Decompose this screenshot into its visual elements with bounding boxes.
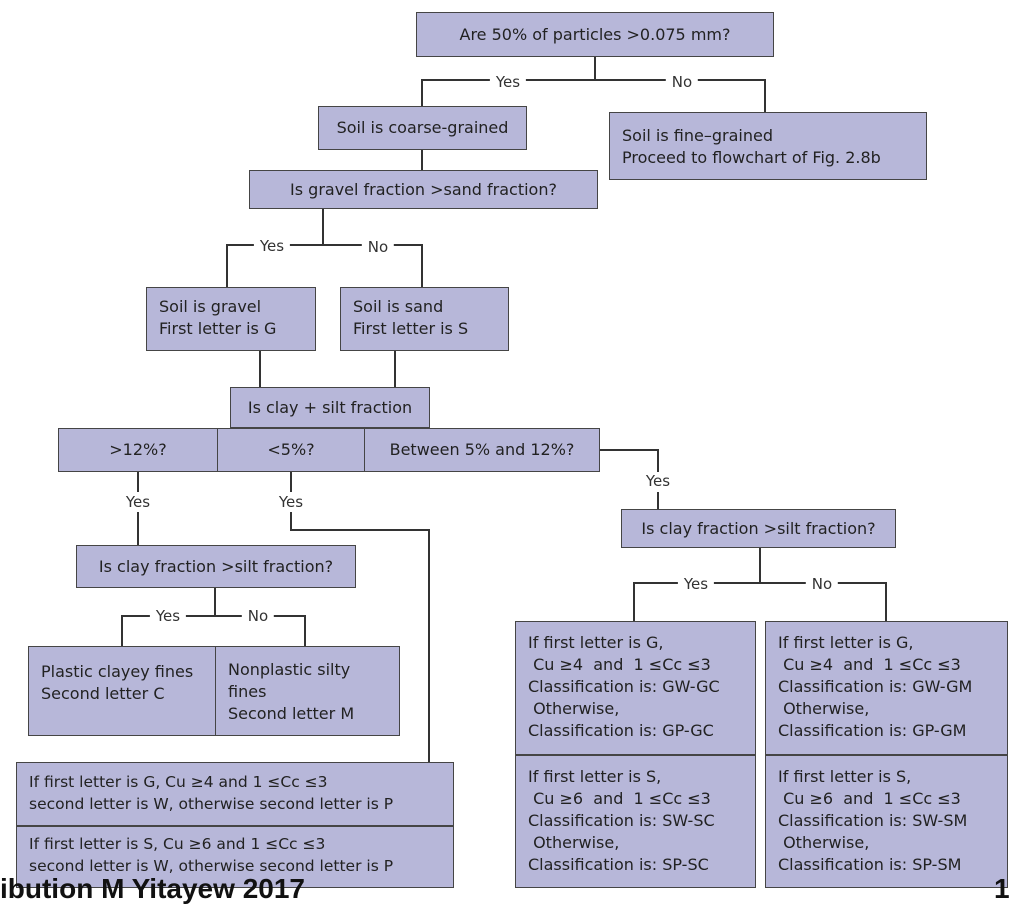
gwgm-line-3: Classification is: GW-GM (778, 677, 973, 696)
gravel-line-1: Soil is gravel (159, 297, 262, 316)
label-left-yes: Yes (149, 607, 187, 625)
gwgm-line-1: If first letter is G, (778, 633, 914, 652)
node-sand: Soil is sand First letter is S (340, 287, 509, 351)
plastic-line-2: Second letter C (41, 684, 165, 703)
node-nonplastic-silty: Nonplastic silty fines Second letter M (215, 646, 400, 736)
label-left-no: No (241, 607, 275, 625)
rule-g-line-1: If first letter is G, Cu ≥4 and 1 ≤Cc ≤3 (29, 773, 328, 791)
label-right-yes: Yes (677, 575, 715, 593)
option-less-5: <5%? (217, 428, 365, 472)
swsc-line-2: Cu ≥6 and 1 ≤Cc ≤3 (528, 789, 711, 808)
rule-g-line-2: second letter is W, otherwise second let… (29, 795, 394, 813)
swsm-line-4: Otherwise, (778, 833, 870, 852)
gravel-line-2: First letter is G (159, 319, 277, 338)
node-gravel: Soil is gravel First letter is G (146, 287, 316, 351)
label-greater-12-yes: Yes (119, 493, 157, 511)
question-particles: Are 50% of particles >0.075 mm? (416, 12, 774, 57)
rule-s-line-1: If first letter is S, Cu ≥6 and 1 ≤Cc ≤3 (29, 835, 326, 853)
node-coarse-grained: Soil is coarse-grained (318, 106, 527, 150)
classification-gw-gc: If first letter is G, Cu ≥4 and 1 ≤Cc ≤3… (515, 621, 756, 755)
swsm-line-5: Classification is: SP-SM (778, 855, 962, 874)
swsm-line-1: If first letter is S, (778, 767, 912, 786)
question-clay-silt-fraction: Is clay + silt fraction (230, 387, 430, 428)
swsm-line-3: Classification is: SW-SM (778, 811, 968, 830)
plastic-line-1: Plastic clayey fines (41, 662, 194, 681)
sand-line-1: Soil is sand (353, 297, 444, 316)
label-between-yes: Yes (639, 472, 677, 490)
label-top-no: No (665, 73, 699, 91)
swsc-line-5: Classification is: SP-SC (528, 855, 709, 874)
nonplastic-line-3: Second letter M (228, 704, 355, 723)
gwgm-line-2: Cu ≥4 and 1 ≤Cc ≤3 (778, 655, 961, 674)
classification-gw-gm: If first letter is G, Cu ≥4 and 1 ≤Cc ≤3… (765, 621, 1008, 755)
gwgm-line-5: Classification is: GP-GM (778, 721, 967, 740)
label-gravel-sand-yes: Yes (253, 237, 291, 255)
gwgc-line-2: Cu ≥4 and 1 ≤Cc ≤3 (528, 655, 711, 674)
classification-sw-sm: If first letter is S, Cu ≥6 and 1 ≤Cc ≤3… (765, 755, 1008, 888)
swsc-line-4: Otherwise, (528, 833, 620, 852)
classification-sw-sc: If first letter is S, Cu ≥6 and 1 ≤Cc ≤3… (515, 755, 756, 888)
gwgc-line-4: Otherwise, (528, 699, 620, 718)
question-gravel-vs-sand: Is gravel fraction >sand fraction? (249, 170, 598, 209)
watermark-text: ibution M Yitayew 2017 (0, 873, 305, 904)
gwgc-line-5: Classification is: GP-GC (528, 721, 714, 740)
nonplastic-line-1: Nonplastic silty (228, 660, 351, 679)
swsm-line-2: Cu ≥6 and 1 ≤Cc ≤3 (778, 789, 961, 808)
rule-s-line-2: second letter is W, otherwise second let… (29, 857, 394, 875)
node-fine-grained: Soil is fine–grained Proceed to flowchar… (609, 112, 927, 180)
fine-line-1: Soil is fine–grained (622, 126, 773, 145)
sand-line-2: First letter is S (353, 319, 469, 338)
label-gravel-sand-no: No (361, 238, 395, 256)
gwgc-line-1: If first letter is G, (528, 633, 664, 652)
node-plastic-clayey: Plastic clayey fines Second letter C (28, 646, 216, 736)
label-less-5-yes: Yes (272, 493, 310, 511)
gwgm-line-4: Otherwise, (778, 699, 870, 718)
rule-first-letter-g: If first letter is G, Cu ≥4 and 1 ≤Cc ≤3… (16, 762, 454, 826)
question-clay-vs-silt-right: Is clay fraction >silt fraction? (621, 509, 896, 548)
option-greater-12: >12%? (58, 428, 218, 472)
option-between-5-12: Between 5% and 12%? (364, 428, 600, 472)
label-right-no: No (805, 575, 839, 593)
swsc-line-3: Classification is: SW-SC (528, 811, 715, 830)
page-number-fragment: 1 (994, 873, 1010, 904)
nonplastic-line-2: fines (228, 682, 267, 701)
swsc-line-1: If first letter is S, (528, 767, 662, 786)
gwgc-line-3: Classification is: GW-GC (528, 677, 720, 696)
question-clay-vs-silt-left: Is clay fraction >silt fraction? (76, 545, 356, 588)
fine-line-2: Proceed to flowchart of Fig. 2.8b (622, 148, 881, 167)
rule-first-letter-s: If first letter is S, Cu ≥6 and 1 ≤Cc ≤3… (16, 826, 454, 888)
label-top-yes: Yes (489, 73, 527, 91)
